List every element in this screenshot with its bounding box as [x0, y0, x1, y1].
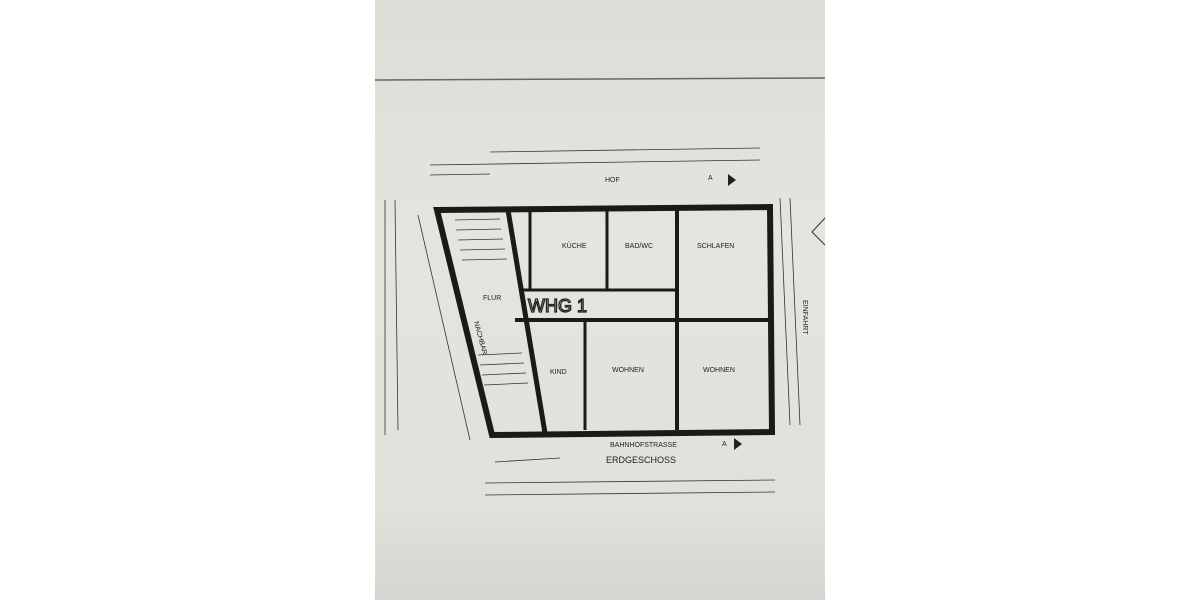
dimension-lines-bottom: [484, 457, 776, 496]
apartment-mark: WHG 1: [528, 296, 587, 316]
child-room-label: KIND: [550, 369, 567, 376]
paper-edge: [374, 77, 826, 81]
section-arrow-icon: [728, 174, 736, 186]
stairs: [454, 218, 529, 386]
section-arrow-icon: [734, 438, 742, 450]
hallway-label: FLUR: [483, 295, 501, 302]
bath-label: BAD/WC: [625, 243, 653, 250]
floor-label: ERDGESCHOSS: [606, 455, 676, 465]
living-room-label-2: WOHNEN: [703, 367, 735, 374]
neighbor-label: NACHBAR: [472, 321, 488, 356]
dimension-lines-top: [429, 147, 761, 176]
kitchen-label: KÜCHE: [562, 242, 587, 250]
section-marker-bottom: A: [722, 441, 727, 448]
floor-plan-photo: [375, 0, 825, 600]
courtyard-label: HOF: [605, 177, 620, 184]
partial-symbol: [811, 217, 826, 246]
section-marker-top: A: [708, 175, 713, 182]
driveway-label: EINFAHRT: [801, 300, 808, 335]
living-room-label-1: WOHNEN: [612, 367, 644, 374]
bedroom-label: SCHLAFEN: [697, 243, 734, 250]
dimension-lines-side: [384, 197, 801, 441]
walls: [433, 203, 776, 439]
street-label: BAHNHOFSTRASSE: [610, 442, 677, 449]
